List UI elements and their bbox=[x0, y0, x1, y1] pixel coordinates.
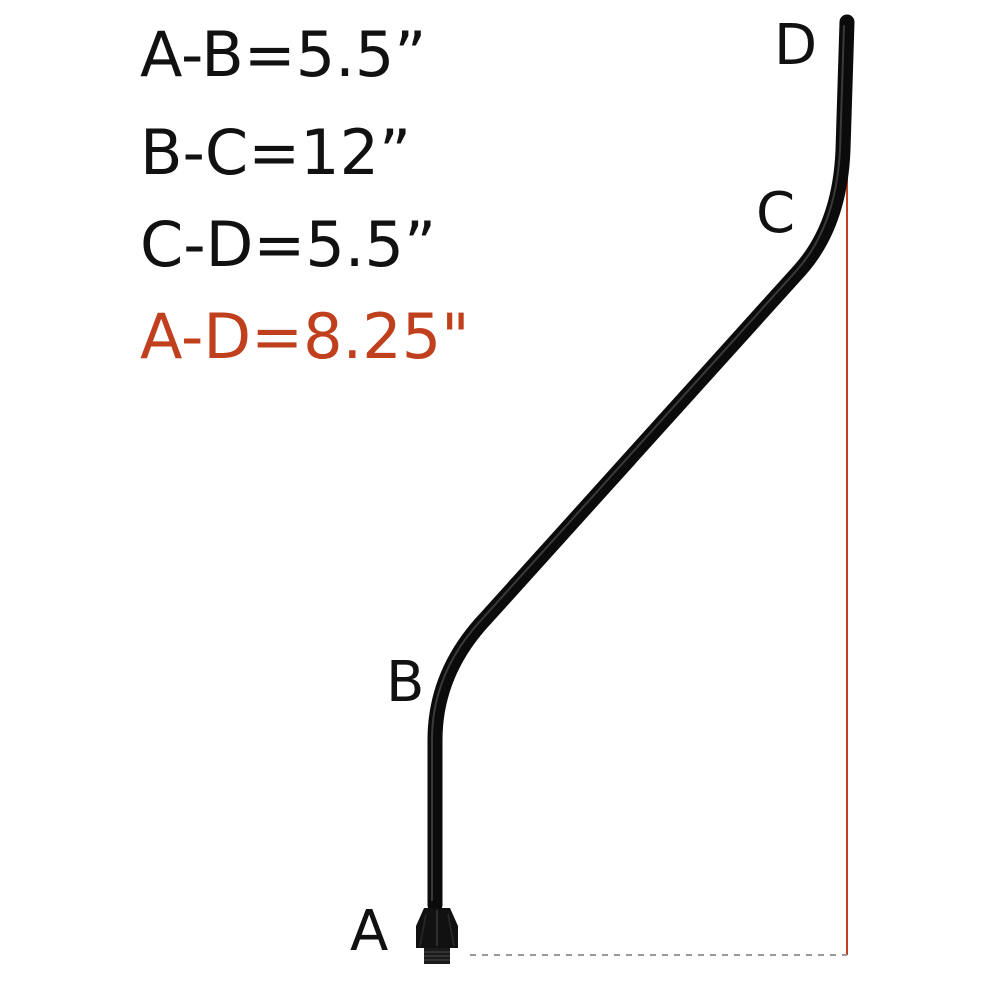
point-label-b: B bbox=[386, 650, 425, 715]
measurement-a-b: A-B=5.5” bbox=[140, 18, 427, 91]
measurement-c-d: C-D=5.5” bbox=[140, 208, 437, 281]
shifter-rod-highlight bbox=[431, 25, 845, 901]
threaded-fitting bbox=[416, 908, 458, 964]
measurement-a-d: A-D=8.25" bbox=[140, 300, 470, 373]
point-label-a: A bbox=[350, 899, 389, 964]
point-label-c: C bbox=[756, 181, 796, 246]
measurement-b-c: B-C=12” bbox=[140, 116, 412, 189]
shifter-rod bbox=[427, 14, 855, 913]
point-label-d: D bbox=[774, 13, 818, 78]
